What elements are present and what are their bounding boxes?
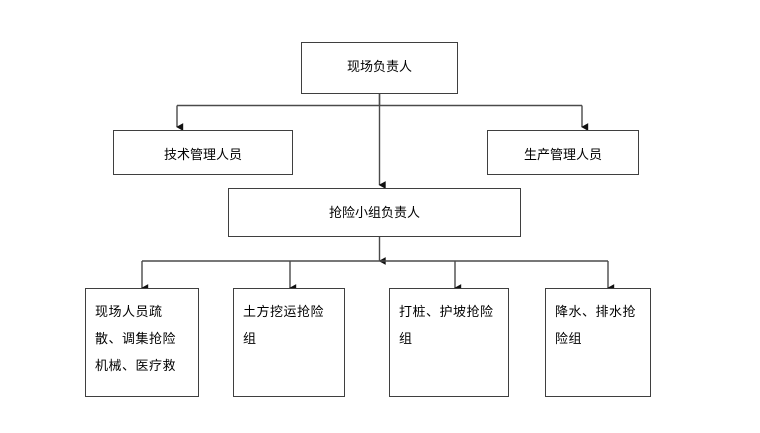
node-evacuation-team[interactable]: 现场人员疏 散、调集抢险 机械、医疗救 [85, 288, 199, 397]
node-earthwork-team-label: 土方挖运抢险 组 [243, 304, 325, 346]
node-piling-slope-team-label: 打桩、护坡抢险 组 [399, 304, 494, 346]
node-technical-manager[interactable]: 技术管理人员 [113, 130, 293, 175]
node-dewatering-drainage-team-label: 降水、排水抢 险组 [555, 304, 637, 346]
node-evacuation-team-label: 现场人员疏 散、调集抢险 机械、医疗救 [95, 304, 177, 373]
node-production-manager[interactable]: 生产管理人员 [487, 130, 639, 175]
node-site-manager[interactable]: 现场负责人 [301, 42, 458, 94]
node-rescue-team-leader[interactable]: 抢险小组负责人 [228, 188, 521, 237]
node-rescue-team-leader-label: 抢险小组负责人 [328, 205, 420, 220]
connector-l3-to-l4 [141, 237, 615, 292]
node-earthwork-team[interactable]: 土方挖运抢险 组 [233, 288, 345, 397]
node-technical-manager-label: 技术管理人员 [163, 147, 242, 162]
node-production-manager-label: 生产管理人员 [523, 147, 602, 162]
node-site-manager-label: 现场负责人 [346, 59, 412, 74]
node-piling-slope-team[interactable]: 打桩、护坡抢险 组 [389, 288, 509, 397]
node-dewatering-drainage-team[interactable]: 降水、排水抢 险组 [545, 288, 651, 397]
